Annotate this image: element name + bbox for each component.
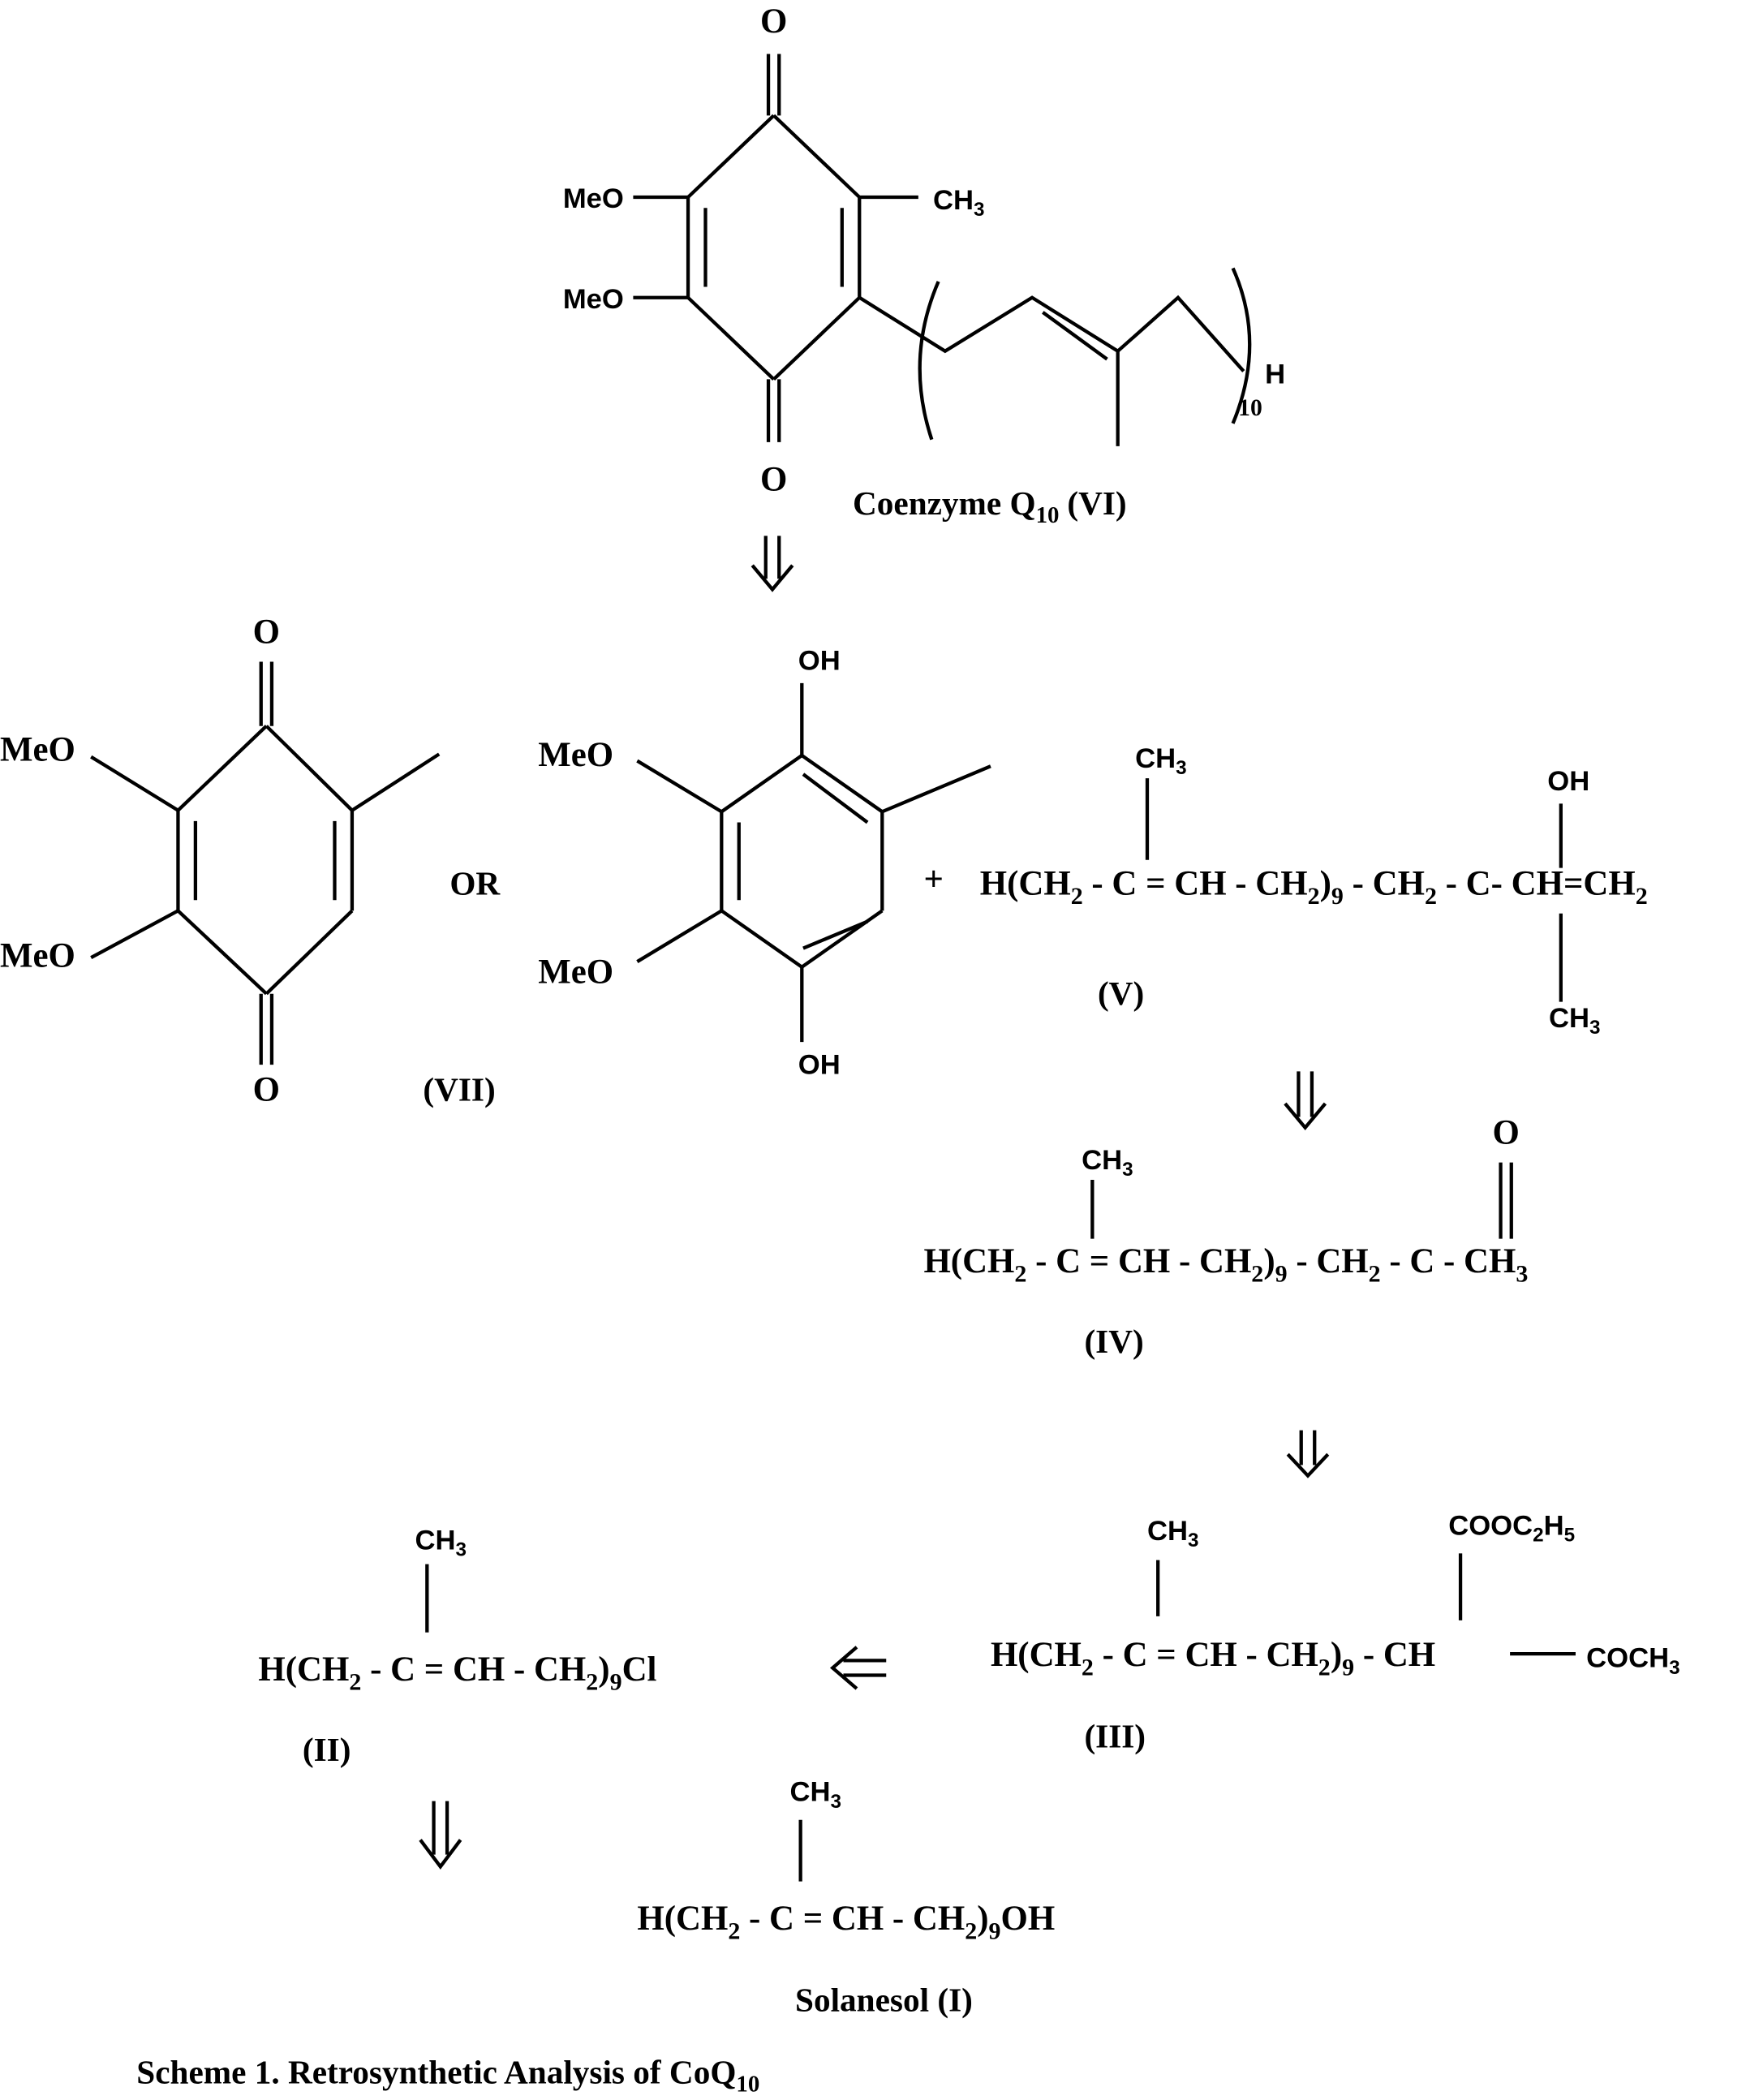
compound-label-iv: (IV) — [1084, 1323, 1143, 1361]
bond — [720, 909, 803, 969]
bond — [264, 909, 354, 996]
compound-solanesol: CH3 H(CH2 - C = CH - CH2)9OH Solanesol (… — [637, 1777, 1055, 2020]
group-meo: MeO — [538, 953, 613, 992]
bracket-open — [918, 281, 940, 441]
plus-sign: + — [923, 861, 943, 899]
compound-name-coq10: Coenzyme Q10(VI) — [853, 484, 1127, 528]
formula-iv: H(CH2 - C = CH - CH2)9 - CH2 - C - CH3 — [923, 1242, 1528, 1288]
retro-arrow-down — [1284, 1071, 1327, 1131]
scheme-caption: Scheme 1. Retrosynthetic Analysis of CoQ… — [136, 2054, 759, 2098]
isoprene-chain — [858, 295, 1245, 372]
compound-label-vii: (VII) — [423, 1071, 495, 1109]
group-meo: MeO — [563, 183, 624, 214]
group-oh: OH — [798, 1050, 841, 1081]
bond — [720, 754, 803, 814]
bond — [264, 725, 354, 812]
compound-label-v: (V) — [1098, 975, 1144, 1013]
group-oh: OH — [798, 645, 841, 676]
bond — [636, 759, 723, 814]
bond — [801, 909, 884, 969]
group-acetyl: COCH3 — [1586, 1643, 1679, 1679]
compound-quinone-vii: O O MeO MeO OR (VII) — [0, 613, 501, 1108]
group-ch3: CH3 — [1549, 1003, 1601, 1039]
compound-name-solanesol: Solanesol (I) — [795, 1982, 973, 2020]
group-ch3: CH3 — [1082, 1145, 1133, 1181]
atom-o: O — [1492, 1113, 1519, 1151]
or-text: OR — [449, 865, 501, 902]
bond — [686, 296, 776, 381]
atom-o-bottom: O — [253, 1071, 280, 1109]
group-meo: MeO — [0, 731, 75, 769]
bond — [772, 114, 861, 199]
retro-arrow-down — [750, 536, 794, 592]
bond — [90, 755, 179, 812]
bond — [176, 725, 268, 812]
formula-i: H(CH2 - C = CH - CH2)9OH — [637, 1900, 1055, 1945]
bracket-close — [1231, 267, 1252, 424]
formula-iii: H(CH2 - C = CH - CH2)9 - CH — [991, 1636, 1435, 1681]
compound-hydroquinone: OH OH MeO MeO + — [538, 645, 991, 1081]
atom-o-top: O — [253, 613, 280, 651]
atom-o-top: O — [760, 2, 787, 41]
atom-o-bottom: O — [760, 460, 787, 498]
compound-label-ii: (II) — [303, 1731, 351, 1769]
compound-label-iii: (III) — [1084, 1718, 1146, 1756]
bond — [636, 909, 723, 963]
group-ester: COOC2H5 — [1448, 1510, 1575, 1546]
bond — [802, 772, 869, 824]
group-meo: MeO — [0, 937, 75, 975]
atom-h: H — [1265, 359, 1285, 389]
compound-v: CH3 OH H(CH2 - C = CH - CH2)9 - CH2 - C-… — [980, 743, 1648, 1039]
group-meo: MeO — [538, 736, 613, 774]
methyl-bond — [351, 752, 441, 812]
compound-coq10: O O MeO MeO CH3 H 10 Coenzyme Q10(VI) — [563, 2, 1285, 528]
group-ch3: CH3 — [415, 1525, 467, 1560]
retro-arrow-down — [419, 1801, 462, 1870]
group-ch3: CH3 — [1135, 743, 1187, 779]
compound-iv: CH3 O H(CH2 - C = CH - CH2)9 - CH2 - C -… — [923, 1113, 1528, 1360]
bond — [686, 114, 776, 199]
repeat-count: 10 — [1238, 395, 1262, 421]
bond — [801, 754, 884, 814]
group-ch3: CH3 — [933, 185, 985, 221]
compound-iii: CH3 COOC2H5 H(CH2 - C = CH - CH2)9 - CH … — [991, 1510, 1680, 1755]
bond — [176, 909, 268, 996]
bond — [90, 909, 179, 960]
bond — [772, 296, 861, 381]
group-meo: MeO — [563, 284, 624, 315]
group-oh: OH — [1547, 766, 1589, 797]
methyl-bond — [881, 764, 991, 814]
retro-arrow-left — [829, 1646, 887, 1690]
formula-ii: H(CH2 - C = CH - CH2)9Cl — [258, 1650, 656, 1696]
retro-arrow-down — [1286, 1430, 1330, 1478]
bond — [802, 919, 868, 950]
formula-v: H(CH2 - C = CH - CH2)9 - CH2 - C- CH=CH2 — [980, 865, 1648, 910]
group-ch3: CH3 — [789, 1777, 841, 1813]
bond — [1042, 311, 1108, 361]
group-ch3: CH3 — [1147, 1516, 1199, 1551]
compound-ii: CH3 H(CH2 - C = CH - CH2)9Cl (II) — [258, 1525, 656, 1769]
